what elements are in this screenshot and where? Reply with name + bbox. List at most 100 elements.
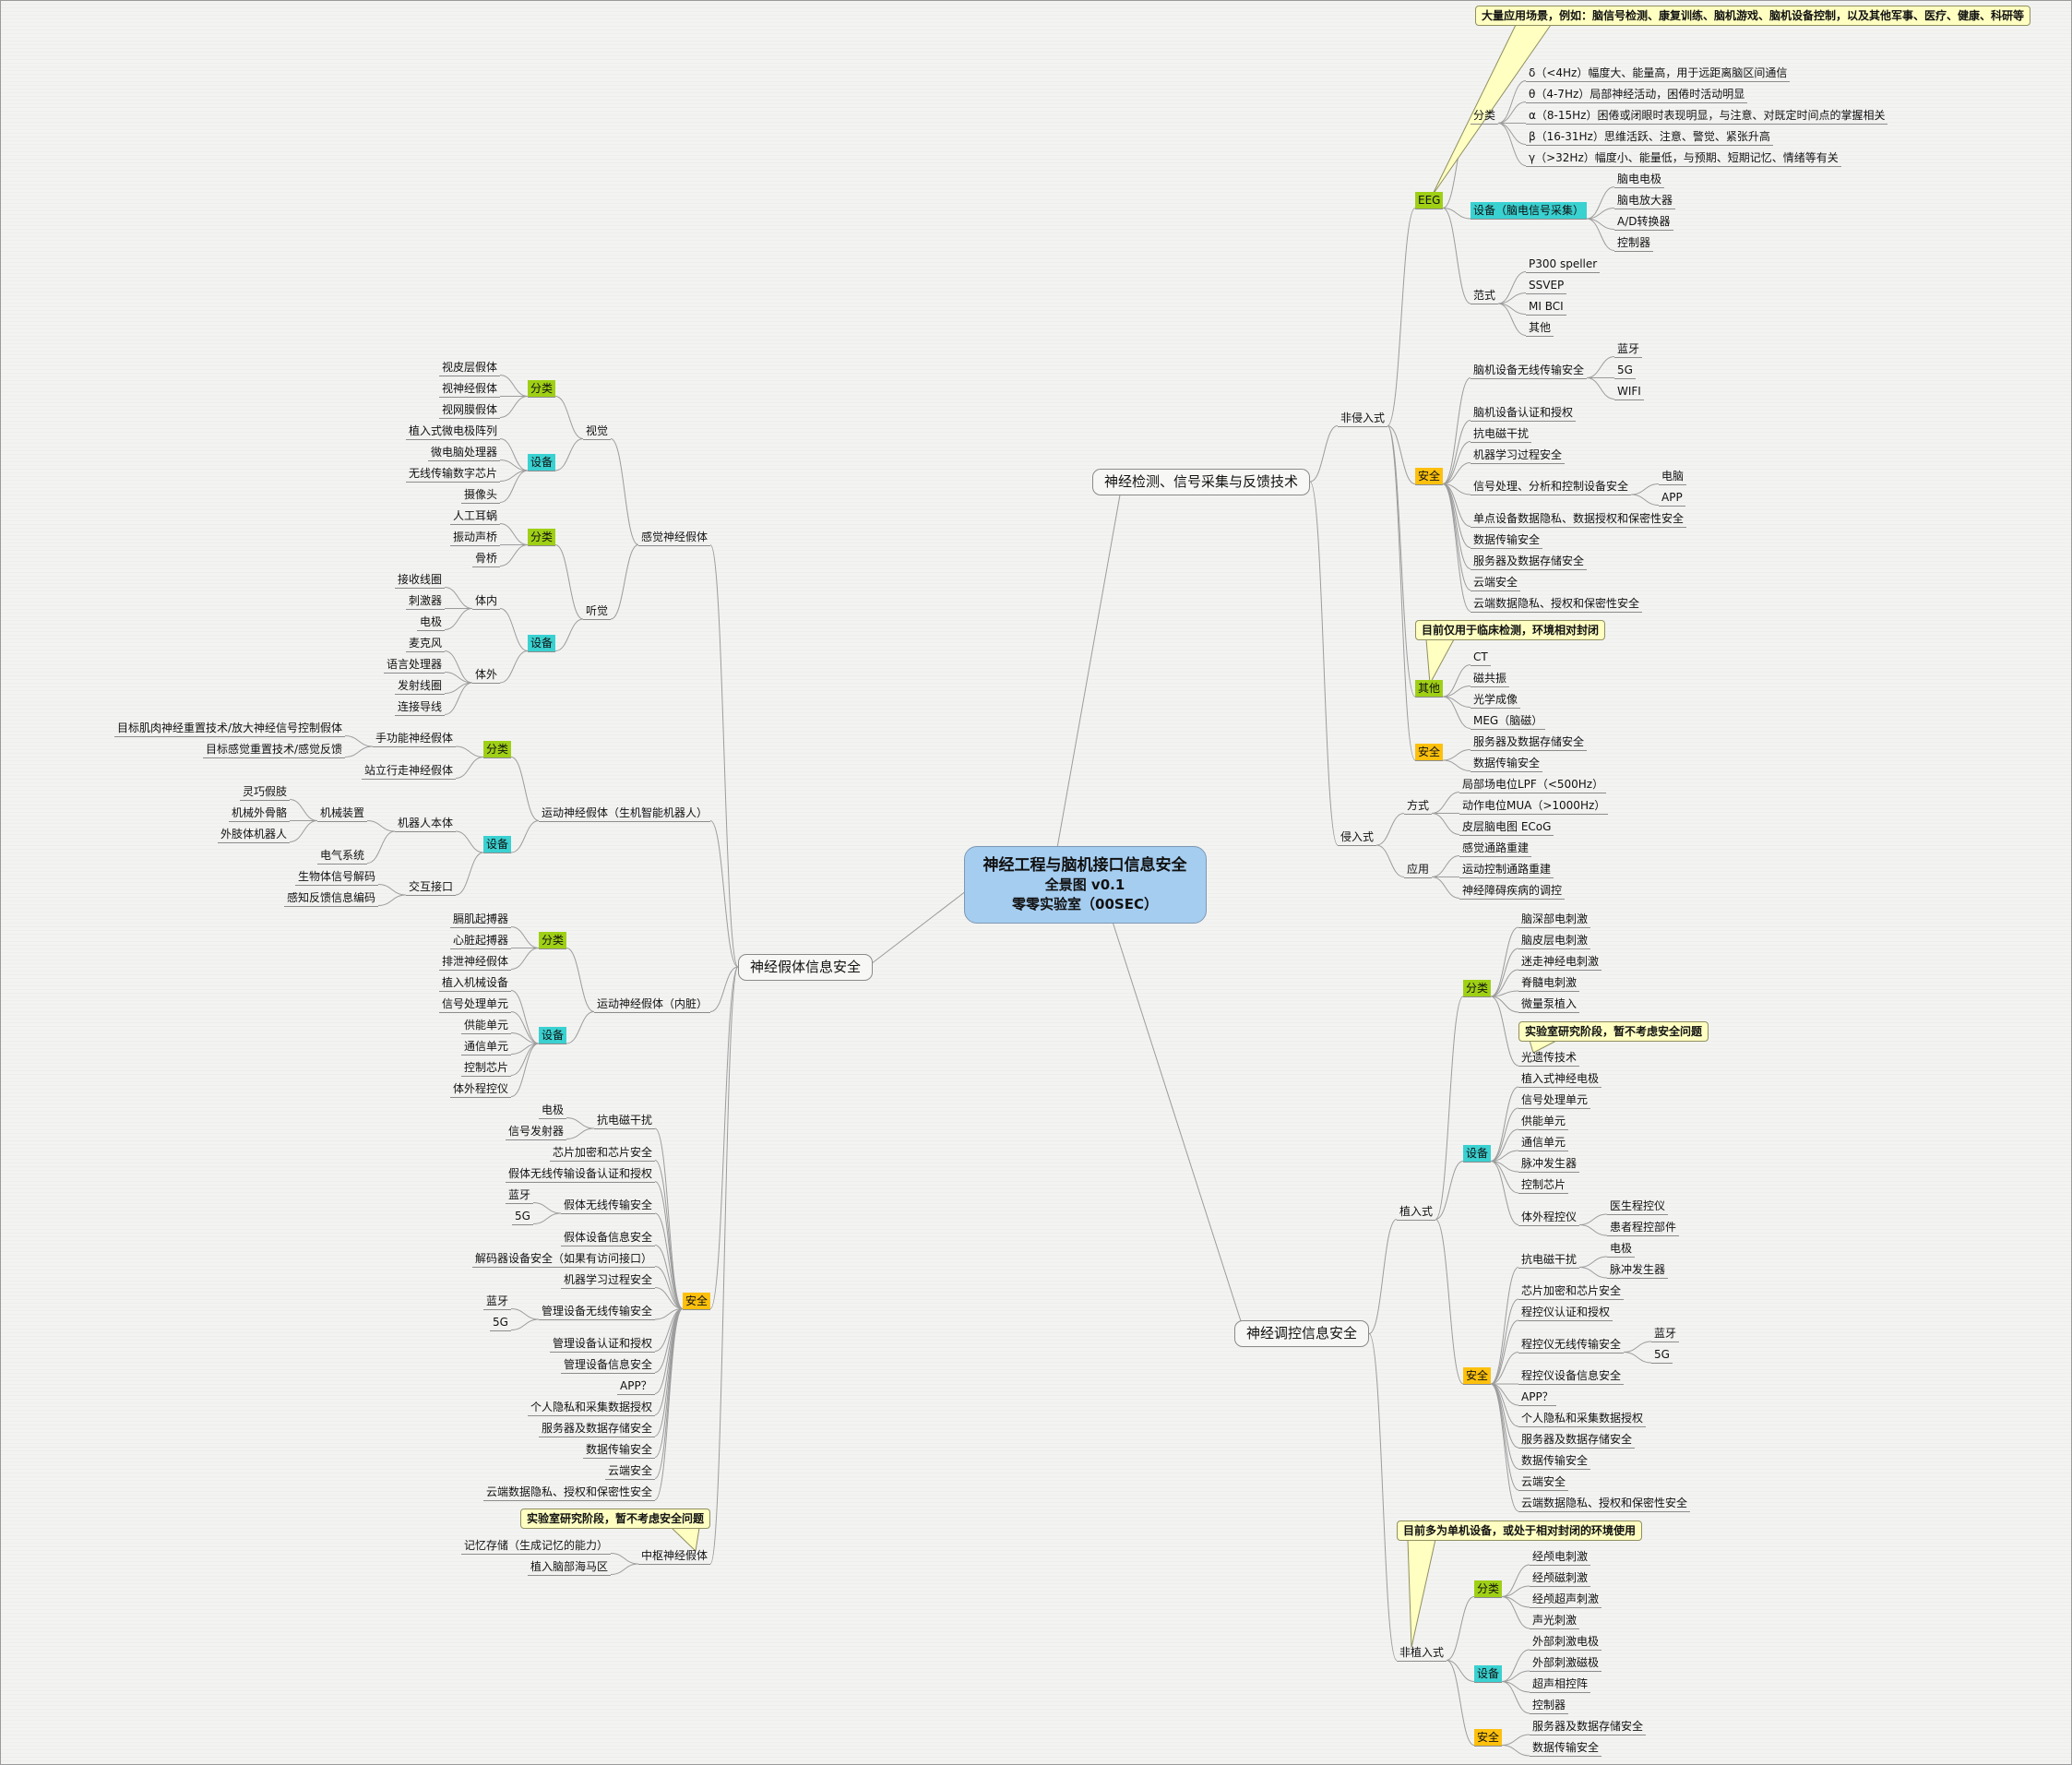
mindmap-node[interactable]: 植入机械设备 xyxy=(439,974,512,992)
mindmap-node[interactable]: 骨桥 xyxy=(472,550,501,567)
mindmap-node[interactable]: 电气系统 xyxy=(317,847,368,865)
mindmap-node[interactable]: 机械外骨骼 xyxy=(229,805,291,822)
mindmap-node[interactable]: 经颅电刺激 xyxy=(1530,1548,1591,1566)
mindmap-node[interactable]: 中枢神经假体 xyxy=(638,1547,711,1565)
mindmap-node[interactable]: 脉冲发生器 xyxy=(1607,1261,1669,1279)
mindmap-node[interactable]: 云端数据隐私、授权和保密性安全 xyxy=(483,1484,656,1501)
mindmap-node[interactable]: 微电脑处理器 xyxy=(428,444,501,461)
mindmap-node[interactable]: 控制器 xyxy=(1530,1697,1569,1714)
mindmap-node[interactable]: 服务器及数据存储安全 xyxy=(1471,733,1588,751)
mindmap-node[interactable]: 控制器 xyxy=(1614,234,1654,252)
mindmap-node[interactable]: 外部刺激磁极 xyxy=(1530,1654,1602,1672)
mindmap-node[interactable]: 芯片加密和芯片安全 xyxy=(1518,1282,1625,1300)
mindmap-node[interactable]: 应用 xyxy=(1404,861,1433,878)
mindmap-node[interactable]: 信号处理单元 xyxy=(1518,1091,1591,1109)
mindmap-node[interactable]: 服务器及数据存储安全 xyxy=(539,1420,656,1437)
mindmap-node[interactable]: 安全 xyxy=(683,1292,711,1310)
root-node[interactable]: 神经工程与脑机接口信息安全 全景图 v0.1 零零实验室（00SEC） xyxy=(963,846,1207,924)
branch-node[interactable]: 神经调控信息安全 xyxy=(1234,1320,1370,1347)
mindmap-node[interactable]: 感觉通路重建 xyxy=(1459,840,1532,857)
mindmap-node[interactable]: 体内 xyxy=(472,592,501,610)
mindmap-node[interactable]: 脊髓电刺激 xyxy=(1518,974,1580,992)
mindmap-node[interactable]: 管理设备认证和授权 xyxy=(550,1335,656,1353)
mindmap-node[interactable]: β（16-31Hz）思维活跃、注意、警觉、紧张升高 xyxy=(1526,128,1773,146)
mindmap-node[interactable]: 光遗传技术 xyxy=(1518,1049,1580,1067)
mindmap-node[interactable]: 非侵入式 xyxy=(1338,410,1388,427)
mindmap-node[interactable]: 局部场电位LPF（<500Hz） xyxy=(1459,776,1607,793)
mindmap-node[interactable]: 手功能神经假体 xyxy=(373,730,457,747)
mindmap-node[interactable]: 植入式神经电极 xyxy=(1518,1070,1602,1088)
mindmap-node[interactable]: 云端数据隐私、授权和保密性安全 xyxy=(1471,595,1643,613)
mindmap-node[interactable]: 视神经假体 xyxy=(439,380,501,398)
mindmap-node[interactable]: 患者程控部件 xyxy=(1607,1219,1680,1236)
mindmap-node[interactable]: MI BCI xyxy=(1526,298,1566,316)
branch-node[interactable]: 神经检测、信号采集与反馈技术 xyxy=(1092,468,1311,495)
mindmap-node[interactable]: 麦克风 xyxy=(406,635,446,652)
mindmap-node[interactable]: 抗电磁干扰 xyxy=(1518,1251,1580,1269)
mindmap-node[interactable]: 语言处理器 xyxy=(384,656,446,674)
mindmap-node[interactable]: 外肢体机器人 xyxy=(218,826,291,843)
mindmap-node[interactable]: 个人隐私和采集数据授权 xyxy=(1518,1410,1647,1427)
mindmap-node[interactable]: 设备 xyxy=(539,1027,567,1044)
mindmap-node[interactable]: 视网膜假体 xyxy=(439,401,501,419)
mindmap-node[interactable]: 视觉 xyxy=(583,423,612,440)
mindmap-node[interactable]: 排泄神经假体 xyxy=(439,953,512,971)
mindmap-node[interactable]: 机器学习过程安全 xyxy=(561,1271,656,1289)
mindmap-node[interactable]: 膈肌起搏器 xyxy=(450,911,512,928)
mindmap-node[interactable]: 安全 xyxy=(1415,467,1444,485)
mindmap-node[interactable]: 植入式微电极阵列 xyxy=(406,423,501,440)
mindmap-node[interactable]: 分类 xyxy=(539,931,567,949)
mindmap-node[interactable]: 机器人本体 xyxy=(395,815,457,832)
mindmap-node[interactable]: 云端安全 xyxy=(605,1462,656,1480)
mindmap-node[interactable]: 接收线圈 xyxy=(395,571,446,589)
mindmap-node[interactable]: 云端安全 xyxy=(1471,574,1521,591)
mindmap-node[interactable]: 5G xyxy=(490,1314,511,1331)
mindmap-node[interactable]: 运动控制通路重建 xyxy=(1459,861,1554,878)
mindmap-node[interactable]: 范式 xyxy=(1471,287,1499,304)
mindmap-node[interactable]: 程控仪无线传输安全 xyxy=(1518,1336,1625,1354)
mindmap-node[interactable]: 安全 xyxy=(1463,1367,1492,1385)
mindmap-node[interactable]: 医生程控仪 xyxy=(1607,1198,1669,1215)
mindmap-node[interactable]: P300 speller xyxy=(1526,256,1601,273)
mindmap-node[interactable]: 经颅磁刺激 xyxy=(1530,1569,1591,1587)
mindmap-node[interactable]: A/D转换器 xyxy=(1614,213,1673,231)
mindmap-node[interactable]: 管理设备无线传输安全 xyxy=(539,1303,656,1320)
mindmap-node[interactable]: 方式 xyxy=(1404,797,1433,815)
mindmap-node[interactable]: 脑机设备认证和授权 xyxy=(1471,404,1577,422)
mindmap-node[interactable]: 单点设备数据隐私、数据授权和保密性安全 xyxy=(1471,510,1687,528)
mindmap-node[interactable]: 安全 xyxy=(1415,744,1444,761)
mindmap-node[interactable]: CT xyxy=(1471,649,1491,666)
mindmap-node[interactable]: 安全 xyxy=(1474,1728,1503,1747)
mindmap-node[interactable]: 信号处理单元 xyxy=(439,996,512,1013)
mindmap-node[interactable]: 心脏起搏器 xyxy=(450,932,512,949)
mindmap-node[interactable]: 体外程控仪 xyxy=(1518,1209,1580,1226)
mindmap-node[interactable]: 个人隐私和采集数据授权 xyxy=(528,1399,656,1416)
mindmap-node[interactable]: 感知反馈信息编码 xyxy=(284,889,379,907)
mindmap-node[interactable]: 分类 xyxy=(483,740,512,758)
mindmap-node[interactable]: APP？ xyxy=(1518,1389,1556,1406)
mindmap-node[interactable]: 外部刺激电极 xyxy=(1530,1633,1602,1651)
mindmap-node[interactable]: 设备 xyxy=(528,634,556,652)
mindmap-node[interactable]: 植入脑部海马区 xyxy=(528,1558,612,1576)
mindmap-node[interactable]: 电极 xyxy=(1607,1240,1636,1258)
mindmap-node[interactable]: 服务器及数据存储安全 xyxy=(1530,1718,1647,1735)
mindmap-node[interactable]: 供能单元 xyxy=(1518,1113,1569,1130)
mindmap-node[interactable]: 数据传输安全 xyxy=(1518,1452,1591,1470)
mindmap-node[interactable]: 5G xyxy=(1614,362,1636,379)
mindmap-node[interactable]: 交互接口 xyxy=(406,878,457,896)
mindmap-node[interactable]: 非植入式 xyxy=(1397,1644,1447,1662)
mindmap-node[interactable]: 经颅超声刺激 xyxy=(1530,1591,1602,1608)
mindmap-node[interactable]: 设备 xyxy=(1463,1144,1492,1163)
mindmap-node[interactable]: 数据传输安全 xyxy=(1530,1739,1602,1757)
mindmap-node[interactable]: 记忆存储（生成记忆的能力） xyxy=(461,1537,612,1555)
mindmap-node[interactable]: γ（>32Hz）幅度小、能量低，与预期、短期记忆、情绪等有关 xyxy=(1526,149,1841,167)
mindmap-node[interactable]: 脑机设备无线传输安全 xyxy=(1471,362,1588,379)
mindmap-node[interactable]: 发射线圈 xyxy=(395,677,446,695)
mindmap-node[interactable]: 控制芯片 xyxy=(1518,1176,1569,1194)
mindmap-node[interactable]: 设备 xyxy=(1474,1664,1503,1683)
mindmap-node[interactable]: 假体无线传输安全 xyxy=(561,1197,656,1214)
mindmap-node[interactable]: 脑皮层电刺激 xyxy=(1518,932,1591,949)
mindmap-node[interactable]: 设备（脑电信号采集） xyxy=(1471,202,1588,220)
mindmap-node[interactable]: 声光刺激 xyxy=(1530,1612,1580,1629)
mindmap-node[interactable]: 脑电放大器 xyxy=(1614,192,1676,209)
